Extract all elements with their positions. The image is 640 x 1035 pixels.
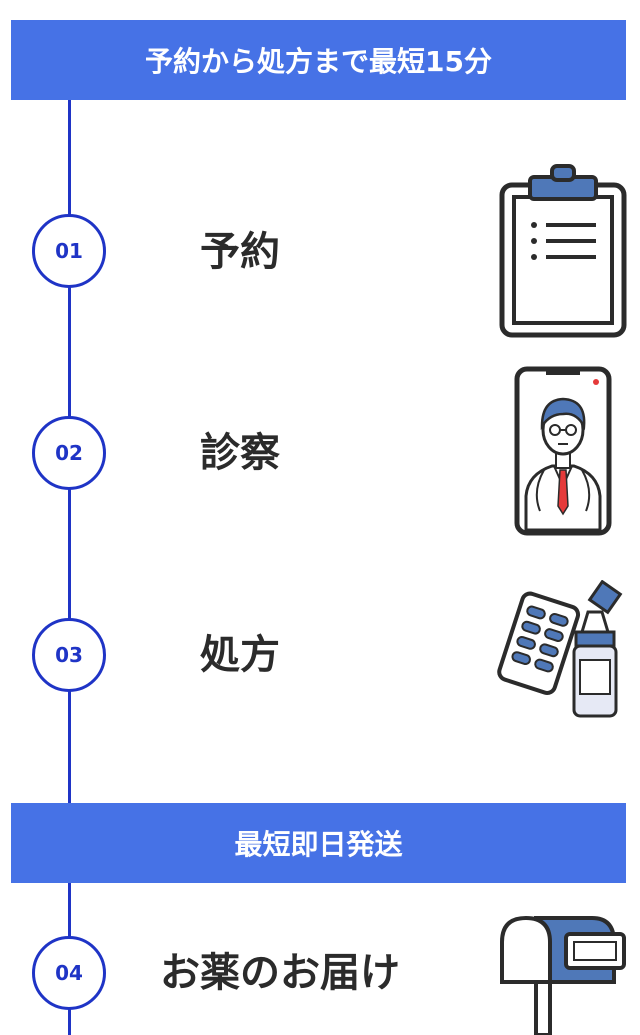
doctor-phone-icon — [514, 366, 612, 536]
step-number-01: 01 — [32, 214, 106, 288]
mailbox-icon — [500, 915, 626, 1035]
top-banner: 予約から処方まで最短15分 — [11, 20, 626, 100]
middle-banner: 最短即日発送 — [11, 803, 626, 883]
top-banner-text: 予約から処方まで最短15分 — [145, 45, 492, 78]
step-label-consultation: 診察 — [200, 430, 280, 476]
step-number-04: 04 — [32, 936, 106, 1010]
medicine-icon — [497, 580, 623, 718]
step-label-reservation: 予約 — [200, 229, 280, 275]
step-number-03: 03 — [32, 618, 106, 692]
step-label-delivery: お薬のお届け — [160, 950, 400, 996]
step-label-prescription: 処方 — [200, 632, 280, 678]
middle-banner-text: 最短即日発送 — [234, 828, 403, 861]
step-number-02: 02 — [32, 416, 106, 490]
clipboard-icon — [499, 164, 627, 338]
